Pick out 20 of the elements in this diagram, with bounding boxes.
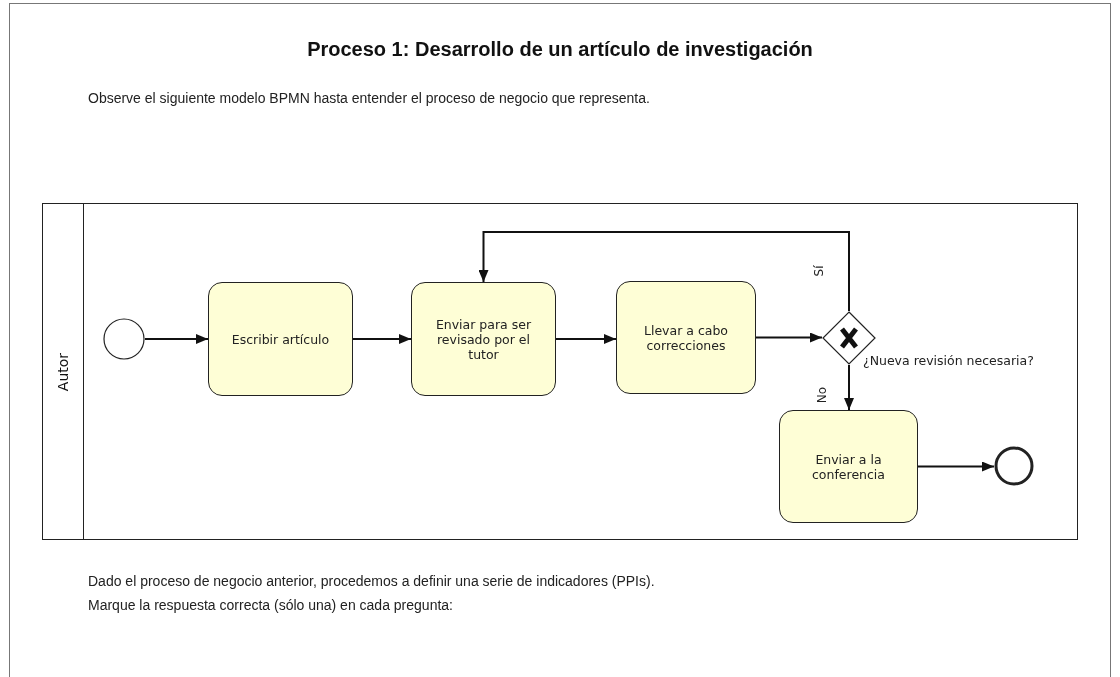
- sequence-flow-arrow: [144, 334, 209, 344]
- sequence-flow-arrow: [555, 334, 617, 344]
- instruction-text: Marque la respuesta correcta (sólo una) en cada pregunta:: [88, 597, 453, 613]
- task-box: Escribir artículo: [208, 282, 353, 396]
- task-box: Enviar a la conferencia: [779, 410, 918, 523]
- sequence-flow-arrow: [844, 364, 854, 411]
- instruction-text: Observe el siguiente modelo BPMN hasta entender el proceso de negocio que representa.: [88, 90, 650, 106]
- sequence-flow-arrow: [478, 231, 850, 312]
- lane-label: Autor: [55, 352, 71, 391]
- sequence-flow-arrow: [352, 334, 412, 344]
- end-event-circle: [994, 446, 1034, 486]
- task-box: Enviar para ser revisado por el tutor: [411, 282, 556, 396]
- gateway-label: ¿Nueva revisión necesaria?: [863, 353, 1034, 368]
- title: Proceso 1: Desarrollo de un artículo de investigación: [306, 38, 814, 61]
- sequence-flow-arrow: [755, 332, 823, 343]
- pool: [42, 203, 1078, 540]
- task-box: Llevar a cabo correcciones: [616, 281, 756, 394]
- sequence-flow-arrow: [917, 461, 995, 472]
- start-event-circle: [103, 318, 145, 360]
- instruction-text: Dado el proceso de negocio anterior, procedemos a definir una serie de indicadores (PPIs).: [88, 573, 655, 589]
